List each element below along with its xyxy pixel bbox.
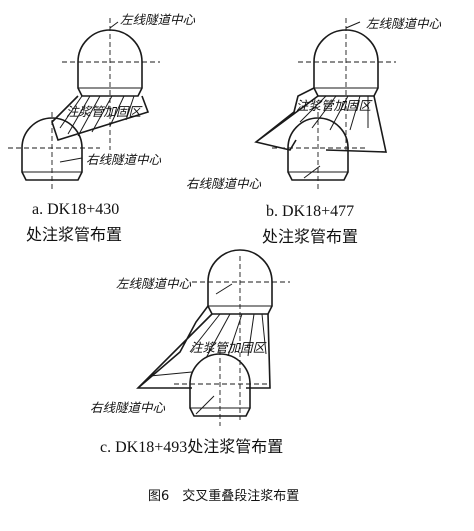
panel-a-caption-line2: 处注浆管布置 (26, 226, 122, 244)
panel-a: 左线隧道中心 注浆管加固区 右线隧道中心 a. DK18+430 处注浆管布置 (8, 12, 196, 244)
panel-a-grout-pipe (67, 95, 91, 135)
panel-c-grout-zone (136, 305, 271, 389)
panel-c-grout-zone-label: 注浆管加固区 (190, 340, 268, 355)
panel-c-left-tunnel (207, 249, 273, 315)
panel-b-left-tunnel-label: 左线隧道中心 (366, 16, 442, 31)
panel-b-left-tunnel (313, 29, 379, 97)
panel-b-grout-pipe (299, 95, 327, 123)
panel-a-grout-pipe (109, 95, 125, 127)
panel-c-grout-pipe (205, 313, 231, 359)
panel-b: 左线隧道中心 注浆管加固区 右线隧道中心 b. DK18+477 处注浆管布置 (186, 16, 442, 246)
panel-b-grout-pipe (329, 95, 349, 131)
panel-b-left-leader (345, 21, 361, 29)
panel-c-right-leader (195, 395, 215, 415)
panel-c-grout-pipe (227, 313, 243, 357)
panel-c-grout-pipe (247, 313, 255, 357)
panel-a-right-leader (59, 157, 83, 163)
panel-c-caption: c. DK18+493处注浆管布置 (100, 438, 283, 456)
panel-a-grout-zone-label: 注浆管加固区 (66, 104, 144, 119)
panel-a-left-tunnel (77, 29, 143, 97)
panel-c-grout-pipe (261, 313, 267, 355)
panel-b-grout-zone (254, 87, 387, 153)
panel-a-grout-pipe (77, 95, 101, 137)
panel-b-caption-line2: 处注浆管布置 (262, 228, 358, 246)
panel-b-grout-zone-label: 注浆管加固区 (296, 98, 374, 113)
panel-c-grout-pipe (149, 371, 193, 377)
panel-c-left-tunnel-label: 左线隧道中心 (116, 276, 192, 291)
panel-b-right-tunnel-label: 右线隧道中心 (186, 176, 262, 191)
panel-a-right-tunnel-label: 右线隧道中心 (86, 152, 162, 167)
panel-a-grout-pipe (59, 95, 83, 129)
panel-b-caption-line1: b. DK18+477 (266, 203, 354, 220)
panel-b-right-leader (303, 165, 321, 179)
panel-c-right-tunnel-label: 右线隧道中心 (90, 400, 166, 415)
panel-a-caption-line1: a. DK18+430 (32, 201, 119, 218)
panel-c: 左线隧道中心 注浆管加固区 右线隧道中心 c. DK18+493处注浆管布置 (90, 249, 290, 456)
panel-b-grout-pipe (311, 95, 337, 129)
panel-a-left-leader (109, 21, 119, 29)
panel-b-grout-pipe (349, 95, 361, 131)
panel-a-grout-zone (51, 95, 150, 141)
figure-title: 图6 交叉重叠段注浆布置 (148, 488, 299, 504)
panel-c-left-leader (215, 283, 233, 295)
panel-a-grout-pipe (125, 95, 135, 121)
panel-c-grout-pipe (189, 313, 221, 353)
panel-a-left-tunnel-label: 左线隧道中心 (120, 12, 196, 27)
panel-a-grout-pipe (91, 95, 113, 133)
